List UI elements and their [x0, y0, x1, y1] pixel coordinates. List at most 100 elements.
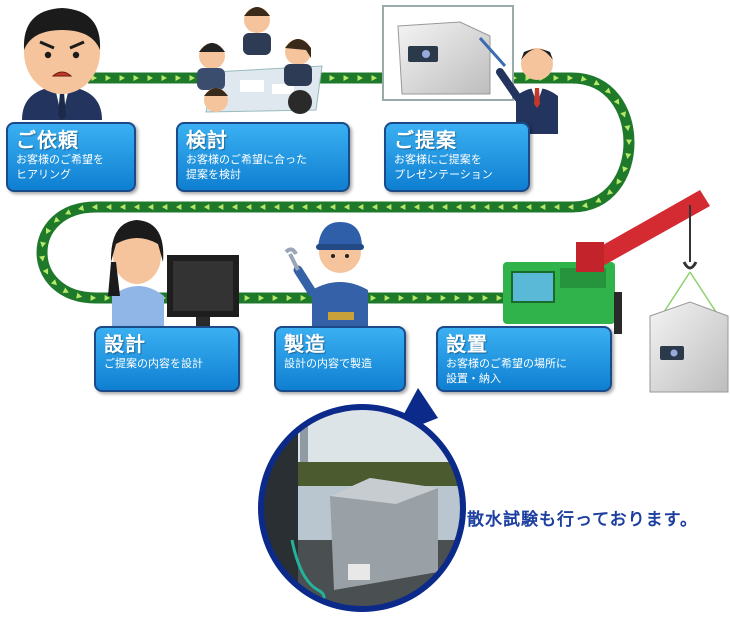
flow-arrow-icon	[357, 75, 363, 81]
step-seizo-desc-1: 設計の内容で製造	[284, 357, 372, 370]
flow-arrow-icon	[203, 204, 210, 211]
flow-arrow-icon	[593, 79, 600, 86]
step-setchi-title: 設置	[446, 332, 488, 356]
flow-arrow-icon	[371, 75, 377, 81]
flow-arrow-icon	[105, 75, 111, 81]
step-irai-desc-2: ヒアリング	[16, 168, 71, 181]
flow-arrow-icon	[287, 204, 294, 211]
flow-arrow-icon	[440, 295, 447, 301]
flow-arrow-icon	[91, 75, 97, 81]
flow-arrow-icon	[133, 204, 140, 210]
flow-arrow-icon	[40, 241, 47, 248]
flow-arrow-icon	[105, 204, 112, 210]
step-kento-desc-1: お客様のご希望に合った	[186, 153, 307, 166]
flow-arrow-icon	[147, 75, 153, 81]
flow-arrow-icon	[581, 202, 588, 209]
flow-arrow-icon	[119, 75, 125, 81]
flow-arrow-icon	[62, 287, 69, 293]
flow-arrow-icon	[496, 295, 503, 301]
flow-arrow-icon	[525, 75, 531, 81]
flow-arrow-icon	[76, 292, 83, 299]
presenter-icon	[382, 5, 558, 134]
crane-truck-icon	[503, 190, 729, 393]
flow-arrow-icon	[329, 204, 336, 211]
step-teian-desc-1: お客様にご提案を	[394, 153, 482, 166]
step-kento-title: 検討	[186, 128, 228, 152]
flow-arrow-icon	[161, 204, 168, 210]
step-irai-desc-1: お客様のご希望を	[16, 153, 104, 166]
flow-arrow-icon	[39, 255, 46, 262]
step-setchi-desc-1: お客様のご希望の場所に	[446, 357, 567, 370]
flow-arrow-icon	[90, 294, 97, 301]
flow-arrow-icon	[42, 268, 49, 275]
flow-arrow-icon	[604, 87, 611, 94]
step-setchi-box: 設置 お客様のご希望の場所に 設置・納入	[436, 326, 612, 392]
step-seizo-title: 製造	[284, 332, 326, 356]
flow-arrow-icon	[286, 295, 293, 301]
flow-arrow-icon	[272, 295, 279, 301]
flow-arrow-icon	[370, 295, 377, 301]
flow-arrow-icon	[626, 139, 633, 146]
step-sekkei-box: 設計 ご提案の内容を設計	[94, 326, 240, 392]
flow-arrow-icon	[426, 295, 433, 301]
flow-arrow-icon	[189, 204, 196, 211]
flow-arrow-icon	[482, 295, 489, 301]
flow-arrow-icon	[616, 178, 623, 185]
flow-arrow-icon	[607, 188, 614, 195]
flow-arrow-icon	[441, 204, 448, 211]
flow-arrow-icon	[273, 204, 280, 211]
flow-arrow-icon	[343, 75, 349, 81]
flow-arrow-icon	[46, 227, 52, 235]
steel-box-photo	[258, 388, 466, 612]
flow-arrow-icon	[399, 204, 406, 211]
flow-arrow-icon	[455, 204, 462, 211]
step-sekkei-desc-1: ご提案の内容を設計	[104, 357, 203, 370]
flow-arrow-icon	[384, 295, 391, 301]
step-teian-desc-2: プレゼンテーション	[394, 168, 493, 181]
flow-arrow-icon	[119, 204, 126, 210]
flow-arrow-icon	[175, 75, 181, 81]
step-teian-box: ご提案 お客様にご提案を プレゼンテーション	[384, 122, 530, 192]
flow-arrow-icon	[469, 204, 476, 211]
flow-arrow-icon	[259, 204, 266, 211]
meeting-team-icon	[197, 7, 323, 114]
flow-arrow-icon	[454, 295, 461, 301]
flow-arrow-icon	[595, 197, 602, 203]
flow-arrow-icon	[245, 204, 252, 211]
flow-arrow-icon	[301, 204, 308, 211]
flow-arrow-icon	[104, 295, 111, 301]
flow-arrow-icon	[91, 203, 98, 210]
flow-arrow-icon	[624, 125, 631, 132]
flow-arrow-icon	[553, 204, 560, 211]
flow-arrow-icon	[620, 111, 626, 118]
flow-arrow-icon	[511, 204, 518, 211]
flow-arrow-icon	[371, 204, 378, 211]
flow-arrow-icon	[539, 204, 546, 211]
step-setchi-desc-2: 設置・納入	[446, 372, 501, 385]
flow-arrow-icon	[189, 75, 195, 81]
flow-arrow-icon	[567, 204, 574, 211]
flow-arrow-icon	[161, 75, 167, 81]
step-kento-box: 検討 お客様のご希望に合った 提案を検討	[176, 122, 350, 192]
designer-at-pc-icon	[108, 220, 239, 327]
flow-arrow-icon	[147, 204, 154, 210]
flow-arrow-icon	[65, 209, 72, 215]
flow-arrow-icon	[483, 204, 490, 211]
flow-arrow-icon	[622, 166, 628, 173]
flow-arrow-icon	[497, 204, 504, 211]
flow-arrow-icon	[78, 205, 85, 211]
step-teian-title: ご提案	[394, 128, 457, 152]
flow-arrow-icon	[315, 204, 322, 211]
flow-arrow-icon	[413, 204, 420, 211]
flow-arrow-icon	[343, 204, 350, 211]
flow-arrow-icon	[385, 204, 392, 211]
flow-arrow-icon	[553, 75, 559, 81]
step-seizo-box: 製造 設計の内容で製造	[274, 326, 406, 392]
flow-arrow-icon	[580, 75, 587, 82]
flow-arrow-icon	[329, 75, 335, 81]
flow-arrow-icon	[625, 153, 632, 159]
angry-client-icon	[22, 8, 102, 120]
flow-arrow-icon	[244, 295, 251, 301]
flow-arrow-icon	[468, 295, 475, 301]
